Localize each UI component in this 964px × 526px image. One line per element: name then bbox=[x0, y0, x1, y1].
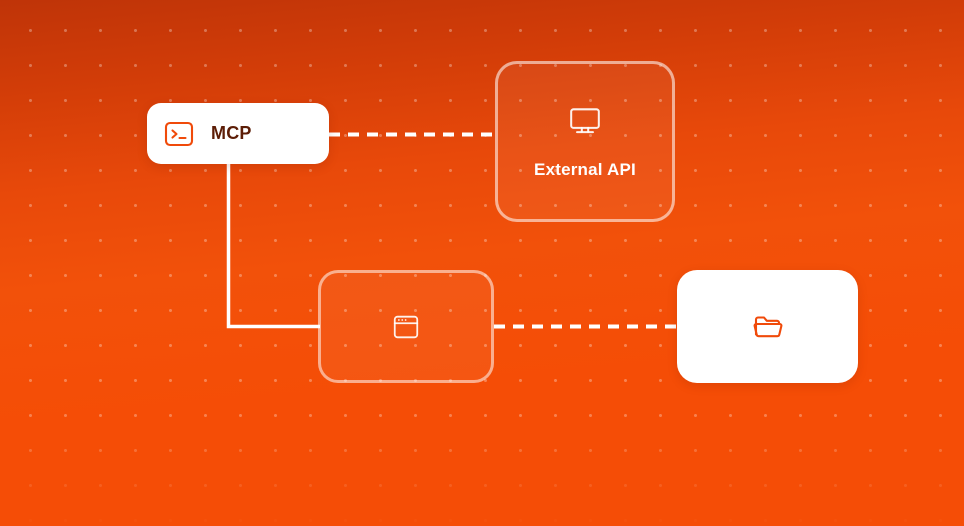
node-external-api[interactable]: External API bbox=[495, 61, 675, 222]
monitor-icon bbox=[568, 104, 602, 138]
terminal-icon bbox=[163, 118, 195, 150]
node-mcp-label: MCP bbox=[211, 123, 252, 143]
node-mcp[interactable]: MCP bbox=[147, 103, 329, 164]
browser-window-icon bbox=[391, 312, 421, 342]
node-browser-window[interactable] bbox=[318, 270, 494, 383]
node-external-api-label: External API bbox=[534, 159, 636, 179]
node-folder[interactable] bbox=[677, 270, 858, 383]
connector-mcp-to-browser-window bbox=[226, 160, 320, 329]
folder-icon bbox=[752, 311, 784, 343]
